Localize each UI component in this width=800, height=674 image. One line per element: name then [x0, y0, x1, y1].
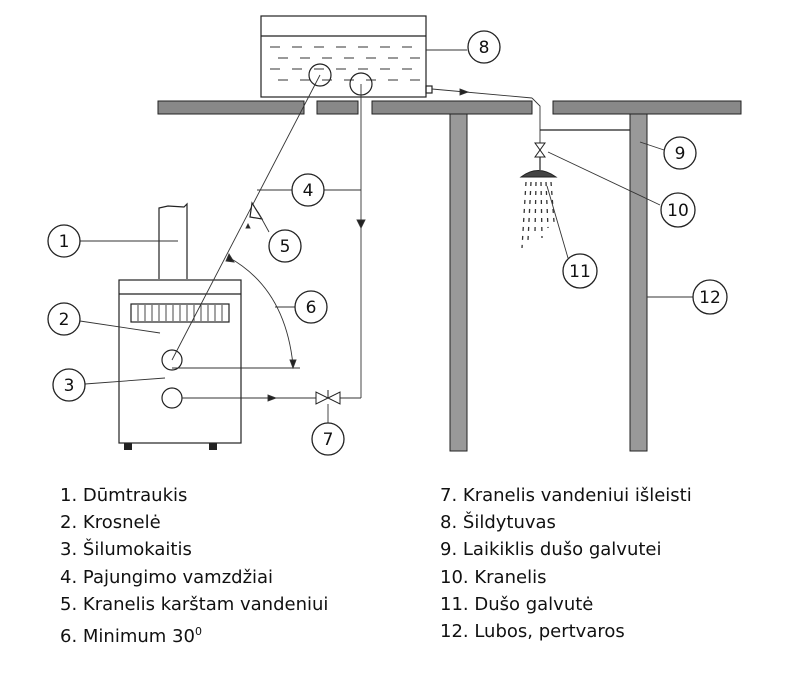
- callout-2: 2: [47, 302, 81, 336]
- callout-4: 4: [291, 173, 325, 207]
- drain-valve: [315, 390, 341, 405]
- connecting-pipes: [171, 74, 541, 402]
- stove: [118, 202, 242, 450]
- legend-item-10: 10. Kranelis: [440, 566, 547, 588]
- shower-valve: [534, 142, 546, 170]
- callout-7: 7: [311, 422, 345, 456]
- callout-5: 5: [268, 229, 302, 263]
- svg-text:5: 5: [280, 237, 291, 257]
- angle-arc: [225, 253, 297, 370]
- heater-tank: [260, 15, 433, 98]
- svg-text:4: 4: [303, 181, 314, 201]
- legend-left: 1. Dūmtraukis 2. Krosnelė 3. Šilumokaiti…: [60, 482, 329, 647]
- callout-3: 3: [52, 368, 86, 402]
- legend-item-2: 2. Krosnelė: [60, 512, 161, 534]
- callout-8: 8: [467, 30, 501, 64]
- svg-text:10: 10: [667, 201, 689, 221]
- legend-item-7: 7. Kranelis vandeniui išleisti: [440, 485, 692, 506]
- svg-text:1: 1: [59, 232, 70, 252]
- shower-head: [519, 170, 558, 249]
- callout-6: 6: [294, 290, 328, 324]
- leader-lines: [79, 49, 694, 423]
- svg-text:3: 3: [64, 376, 75, 396]
- legend-item-3: 3. Šilumokaitis: [60, 539, 192, 561]
- legend-item-12: 12. Lubos, pertvaros: [440, 620, 625, 642]
- callout-10: 10: [660, 192, 696, 228]
- ceiling-slabs: [157, 100, 742, 115]
- svg-text:9: 9: [675, 144, 686, 164]
- svg-text:6: 6: [306, 298, 317, 318]
- svg-text:2: 2: [59, 310, 70, 330]
- legend-right: 7. Kranelis vandeniui išleisti 8. Šildyt…: [440, 482, 692, 645]
- legend-item-5: 5. Kranelis karštam vandeniui: [60, 593, 329, 615]
- legend-item-1: 1. Dūmtraukis: [60, 485, 188, 506]
- svg-text:7: 7: [323, 430, 334, 450]
- callout-12: 12: [692, 279, 728, 315]
- callout-11: 11: [562, 253, 598, 289]
- svg-text:11: 11: [569, 262, 591, 282]
- legend-item-6: 6. Minimum 300: [60, 618, 328, 647]
- svg-text:8: 8: [479, 38, 490, 58]
- hot-water-valve: [249, 201, 264, 220]
- partition-columns: [449, 113, 648, 452]
- legend-item-11: 11. Dušo galvutė: [440, 593, 594, 615]
- legend-item-9: 9. Laikiklis dušo galvutei: [440, 539, 662, 561]
- callout-1: 1: [47, 224, 81, 258]
- callout-9: 9: [663, 136, 697, 170]
- legend-item-6-text: 6. Minimum 30: [60, 625, 195, 647]
- legend-item-4: 4. Pajungimo vamzdžiai: [60, 566, 274, 588]
- shower-heating-diagram: 1 2 3 4 5 6 7 8 9 10 11 12: [47, 15, 742, 456]
- svg-text:12: 12: [699, 288, 721, 308]
- degree-superscript: 0: [194, 624, 202, 638]
- legend-item-8: 8. Šildytuvas: [440, 512, 556, 534]
